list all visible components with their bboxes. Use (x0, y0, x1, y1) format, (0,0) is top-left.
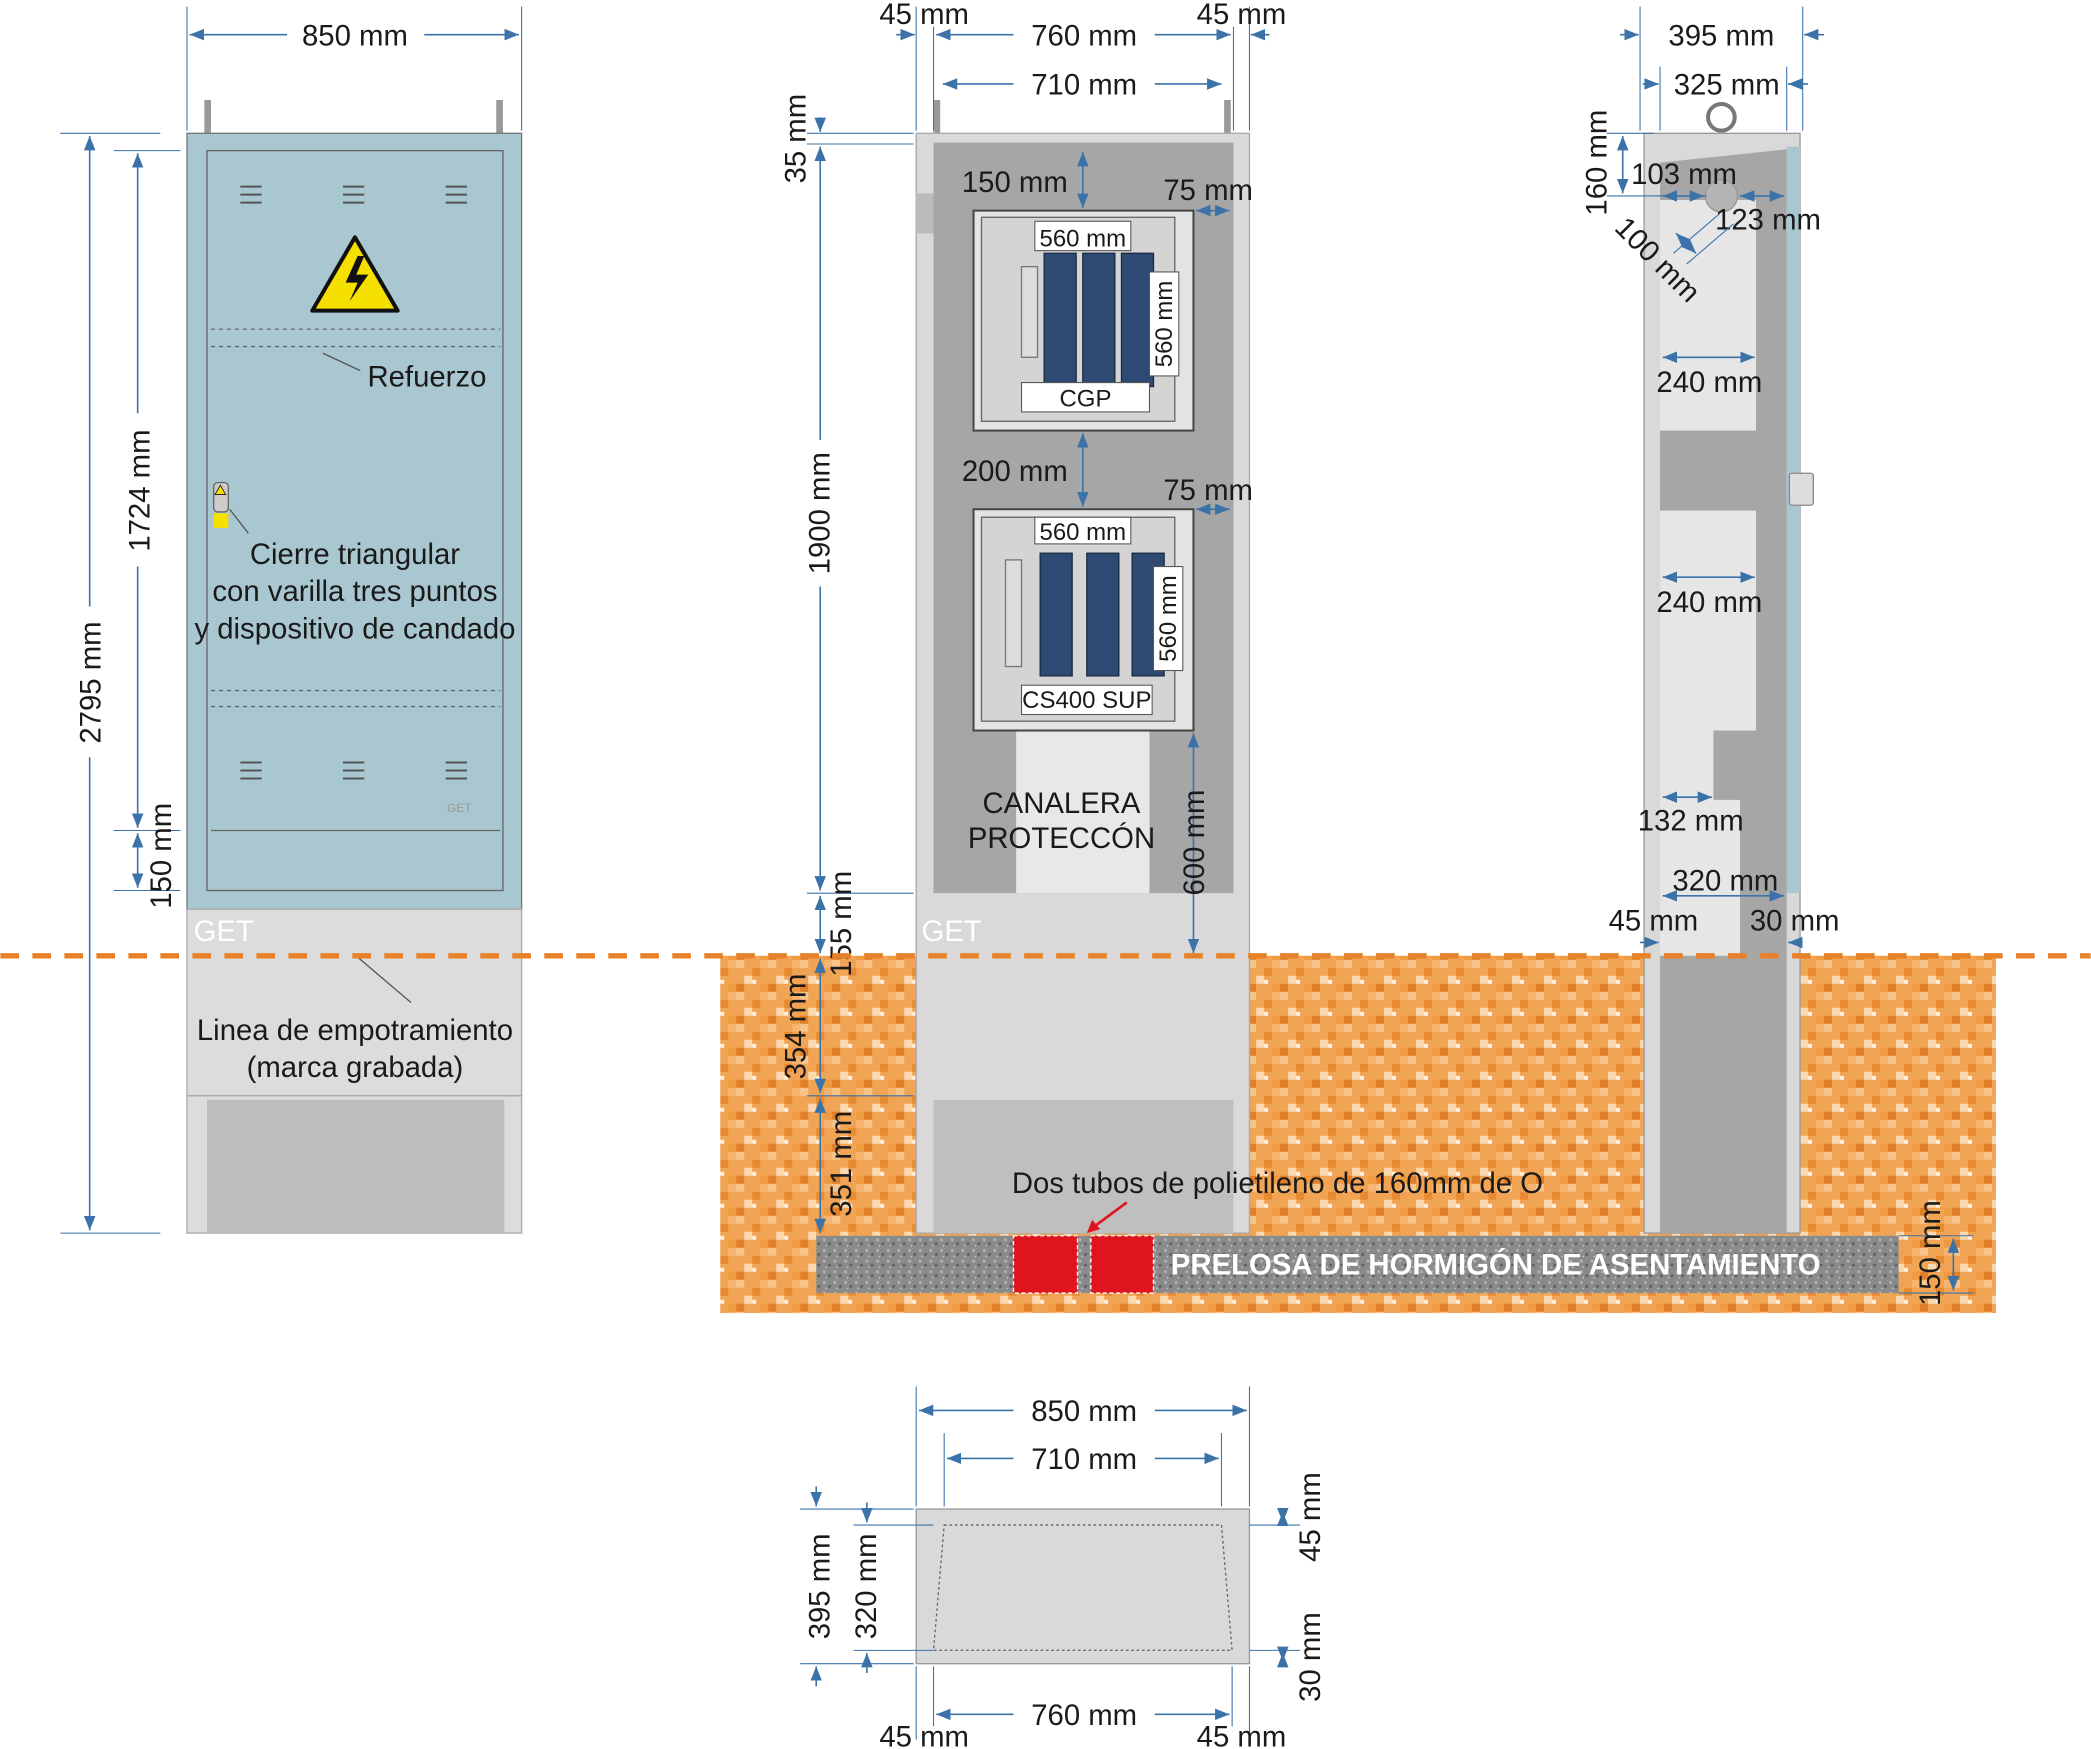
plan-bottom-width-dim: 760 mm (1031, 1699, 1137, 1732)
front-bottom-dim: 150 mm (145, 803, 178, 909)
lower-base-dim: 351 mm (825, 1111, 858, 1217)
cgp-label: CGP (1060, 386, 1112, 413)
right-frame-dim: 45 mm (1197, 0, 1287, 31)
front-width-dim: 850 mm (302, 19, 408, 52)
side-view: 395 mm 325 mm 160 mm 103 mm 123 mm 100 m… (1581, 6, 1840, 1234)
concrete-slab (816, 1235, 1899, 1294)
slab-label: PRELOSA DE HORMIGÓN DE ASENTAMIENTO (1171, 1247, 1821, 1281)
cgp-height-dim: 560 mm (1151, 281, 1178, 368)
inner-width-dim: 760 mm (1031, 19, 1137, 52)
bottom-gap-dim: 132 mm (1638, 805, 1744, 838)
tubes-note: Dos tubos de polietileno de 160mm de O (1012, 1167, 1543, 1200)
plan-depth-dim: 395 mm (804, 1533, 837, 1639)
cgp-side-gap-dim: 75 mm (1163, 174, 1253, 207)
embed-note-line-2: (marca grabada) (247, 1051, 464, 1084)
front-brand-mark-small: GET (447, 801, 472, 815)
vent-icons (240, 185, 467, 780)
side-back-wall-dim: 30 mm (1750, 904, 1840, 937)
plan-view: 850 mm 710 mm 395 mm 320 mm 45 mm 30 mm … (800, 1386, 1327, 1749)
plan-inner-width-dim: 710 mm (1031, 1443, 1137, 1476)
side-top-height-dim: 160 mm (1581, 110, 1614, 216)
reinforcement-note: Refuerzo (367, 361, 486, 394)
inner-brand-mark: GET (922, 915, 982, 948)
plan-inner-depth-dim: 320 mm (850, 1533, 883, 1639)
front-plinth (186, 908, 523, 1097)
lock-note-line-3: y dispositivo de candado (194, 613, 515, 646)
shelf-lower-dim: 240 mm (1656, 586, 1762, 619)
cs400-label: CS400 SUP (1022, 687, 1151, 714)
plan-right-wall-dim: 45 mm (1197, 1720, 1287, 1749)
cable-channel (1016, 730, 1150, 894)
cgp-box: 560 mm 560 mm CGP (972, 209, 1195, 432)
cgp-top-gap-dim: 150 mm (962, 166, 1068, 199)
side-inner-depth-dim: 325 mm (1674, 69, 1780, 102)
cgp-width-dim: 560 mm (1040, 226, 1127, 253)
base-depth-dim: 320 mm (1672, 864, 1778, 897)
cs400-side-gap-dim: 75 mm (1163, 474, 1253, 507)
plan-left-wall-dim: 45 mm (879, 1720, 969, 1749)
top-offset-dim: 35 mm (780, 94, 813, 184)
side-depth-dim: 395 mm (1668, 19, 1774, 52)
panel-width-dim: 710 mm (1031, 69, 1137, 102)
plan-front-wall-dim: 30 mm (1294, 1612, 1327, 1702)
embed-note-line-1: Linea de empotramiento (197, 1014, 513, 1047)
plan-outer-width-dim: 850 mm (1031, 1395, 1137, 1428)
tube-right (1090, 1235, 1155, 1294)
hole-left-dim: 103 mm (1631, 158, 1737, 191)
channel-height-dim: 600 mm (1178, 790, 1211, 896)
usable-height-dim: 1900 mm (804, 452, 837, 574)
lock-note-line-2: con varilla tres puntos (212, 575, 497, 608)
lock-note-line-1: Cierre triangular (250, 538, 460, 571)
shelf-upper-dim: 240 mm (1656, 366, 1762, 399)
triangular-lock-icon (212, 481, 229, 528)
cs400-width-dim: 560 mm (1040, 519, 1127, 546)
hole-right-dim: 123 mm (1715, 203, 1821, 236)
channel-label-line-2: PROTECCÓN (968, 822, 1155, 855)
cs400-height-dim: 560 mm (1155, 575, 1182, 662)
front-total-height-dim: 2795 mm (74, 621, 107, 743)
side-front-wall-dim: 45 mm (1609, 904, 1699, 937)
front-door-height-dim: 1724 mm (124, 429, 157, 551)
inner-view: 560 mm 560 mm CGP 560 mm 560 mm CS400 SU… (780, 0, 1974, 1306)
high-voltage-warning-icon (310, 235, 400, 313)
lifting-eye-icon (1706, 101, 1737, 133)
below-ground-dim: 354 mm (780, 974, 813, 1080)
channel-label-line-1: CANALERA (982, 787, 1140, 820)
front-brand-mark: GET (194, 915, 254, 948)
plan-back-wall-dim: 45 mm (1294, 1472, 1327, 1562)
front-view: GET GET 850 mm 2795 mm 1724 mm 150 mm Re… (60, 6, 523, 1234)
above-ground-dim: 155 mm (825, 871, 858, 977)
tube-left (1012, 1235, 1079, 1294)
left-frame-dim: 45 mm (879, 0, 969, 31)
cs400-box: 560 mm 560 mm CS400 SUP (972, 508, 1195, 732)
cs400-top-gap-dim: 200 mm (962, 455, 1068, 488)
slab-thickness-dim: 150 mm (1914, 1200, 1947, 1306)
